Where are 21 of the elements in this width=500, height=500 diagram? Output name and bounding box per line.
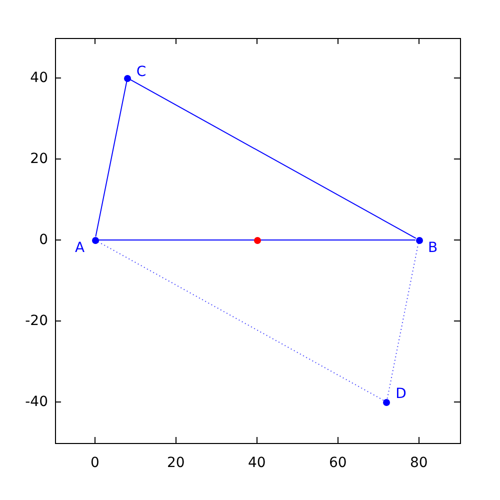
tick-label: 20 [30, 151, 48, 167]
point-marker [416, 236, 422, 244]
tick-label: -20 [25, 313, 48, 329]
line-segment [95, 80, 128, 238]
tick-label: 40 [248, 455, 266, 471]
point-label: D [396, 386, 406, 402]
point-marker [383, 398, 390, 406]
line-segment [130, 79, 416, 239]
point-label: B [428, 240, 438, 256]
point-marker [254, 236, 260, 244]
point-label: C [136, 64, 146, 80]
tick-label: 0 [90, 455, 100, 471]
tick-label: 20 [167, 455, 185, 471]
tick-label: 40 [30, 70, 48, 86]
point-marker [92, 236, 98, 244]
point-marker [124, 74, 131, 82]
point-label: A [75, 240, 85, 256]
tick-label: -40 [25, 394, 48, 410]
tick-label: 60 [329, 455, 347, 471]
tick-label: 80 [410, 455, 428, 471]
tick-label: 0 [39, 232, 48, 248]
